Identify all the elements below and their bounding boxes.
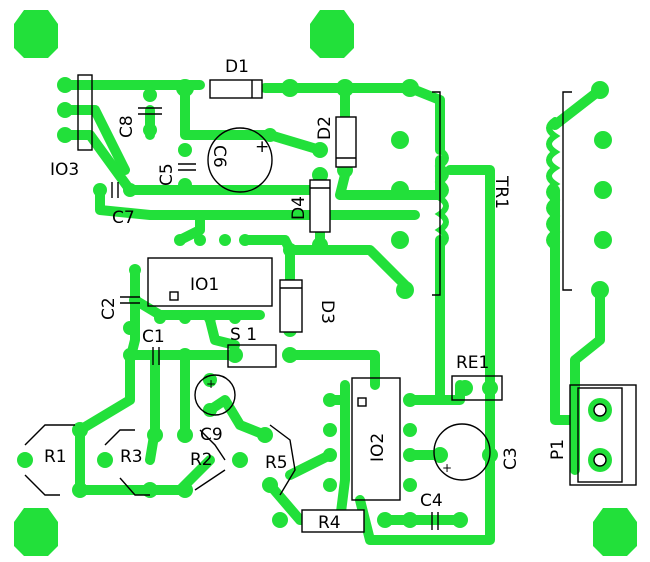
component-pads bbox=[17, 77, 612, 528]
d2-body bbox=[335, 116, 357, 168]
designators: D1 IO3 C7 IO1 C1 S 1 R1 R3 R2 R5 R4 C4 R… bbox=[44, 57, 568, 533]
re1-body bbox=[451, 375, 503, 401]
io3-body bbox=[77, 74, 93, 151]
label-c9: C9 bbox=[200, 425, 223, 445]
label-r2: R2 bbox=[190, 450, 213, 470]
mounting-pad-bottom-right bbox=[593, 508, 637, 556]
mounting-pad-top-left bbox=[14, 10, 58, 58]
io1-body bbox=[147, 257, 273, 307]
label-s1: S 1 bbox=[230, 325, 257, 345]
c3-outline bbox=[433, 423, 491, 481]
label-p1: P1 bbox=[548, 439, 568, 460]
silkscreen: + + + bbox=[24, 74, 637, 533]
label-c5: C5 bbox=[157, 163, 177, 186]
svg-text:+: + bbox=[206, 377, 216, 391]
label-r4: R4 bbox=[318, 513, 341, 533]
label-io2: IO2 bbox=[368, 433, 388, 462]
label-io1: IO1 bbox=[190, 275, 219, 295]
label-c3: C3 bbox=[501, 447, 521, 470]
label-c6: C6 bbox=[209, 145, 229, 168]
label-io3: IO3 bbox=[50, 160, 79, 180]
label-c2: C2 bbox=[99, 297, 119, 320]
label-d3: D3 bbox=[317, 300, 337, 324]
label-c1: C1 bbox=[142, 327, 165, 347]
d3-body bbox=[279, 279, 303, 333]
svg-text:+: + bbox=[442, 461, 452, 475]
svg-text:+: + bbox=[255, 137, 269, 157]
label-r5: R5 bbox=[265, 453, 288, 473]
label-r3: R3 bbox=[120, 447, 143, 467]
label-d1: D1 bbox=[225, 57, 249, 77]
c9-outline bbox=[194, 374, 236, 416]
label-r1: R1 bbox=[44, 447, 67, 467]
mounting-pad-top-middle bbox=[310, 10, 354, 58]
mounting-pad-bottom-left bbox=[14, 508, 58, 556]
r4-body bbox=[301, 509, 365, 533]
tr1-coil-secondary bbox=[546, 117, 561, 251]
label-tr1: TR1 bbox=[491, 175, 511, 209]
label-d4: D4 bbox=[289, 196, 309, 220]
p1-body bbox=[569, 384, 637, 486]
d4-body bbox=[309, 179, 331, 233]
tr1-coil-primary bbox=[434, 147, 449, 249]
label-re1: RE1 bbox=[456, 353, 489, 373]
c6-outline bbox=[207, 127, 273, 193]
label-c8: C8 bbox=[117, 115, 137, 138]
label-c4: C4 bbox=[420, 491, 443, 511]
label-d2: D2 bbox=[315, 116, 335, 140]
io2-body bbox=[351, 377, 401, 501]
d1-body bbox=[209, 79, 263, 99]
label-c7: C7 bbox=[112, 208, 135, 228]
s1-body bbox=[227, 344, 277, 368]
mounting-holes bbox=[14, 10, 637, 556]
